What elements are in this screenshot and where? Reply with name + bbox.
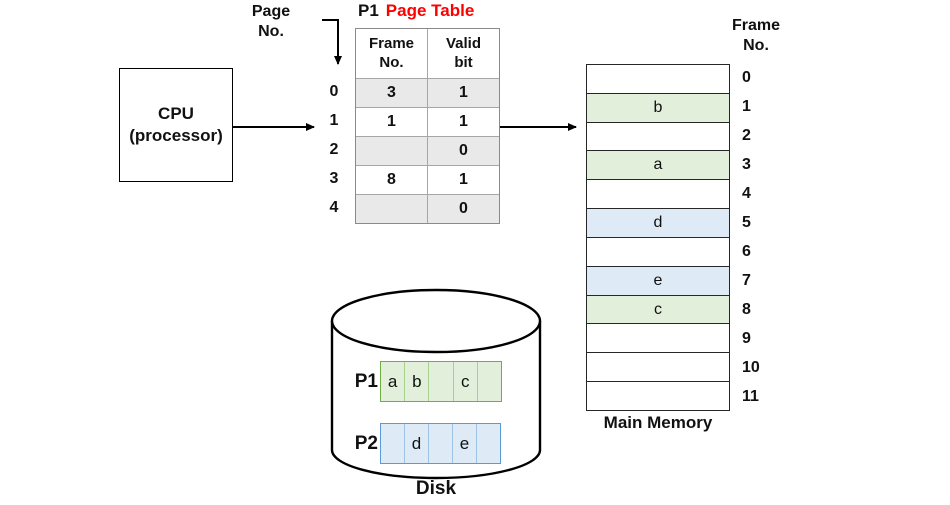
page-table-title-text: Page Table <box>385 1 475 20</box>
frame-number-label: 9 <box>742 329 751 347</box>
disk-cell <box>476 424 500 463</box>
frame-number-label: 8 <box>742 300 751 318</box>
frame-number-label: 1 <box>742 98 751 116</box>
valid-bit-cell: 1 <box>427 79 499 107</box>
frame-number-label: 7 <box>742 271 751 289</box>
disk-page-p1-label: P1 <box>354 370 378 392</box>
memory-frame-content: a <box>653 156 663 174</box>
page-table-row: 0 <box>356 136 499 165</box>
page-number-label: 3 <box>329 169 339 187</box>
memory-frame-content: e <box>653 271 663 289</box>
main-memory-caption: Main Memory <box>603 413 713 432</box>
memory-frame-row: d <box>587 208 729 237</box>
page-number-label: 1 <box>329 111 339 129</box>
memory-frame-row: a <box>587 150 729 180</box>
frame-number-label: 4 <box>742 185 751 203</box>
disk-cell <box>476 362 502 401</box>
page-table-title: P1 Page Table <box>358 1 474 21</box>
frame-no-cell: 3 <box>387 84 396 101</box>
disk-cell <box>381 424 404 463</box>
page-number-column: 0 1 2 3 4 <box>320 77 348 222</box>
frame-number-label: 5 <box>742 214 751 232</box>
valid-bit-cell: 0 <box>427 195 499 223</box>
memory-frame-content: d <box>653 214 663 232</box>
frame-no-cell: 1 <box>387 113 396 130</box>
disk-cell <box>428 362 453 401</box>
page-no-heading: Page No. <box>251 3 291 40</box>
frame-no-cell <box>356 195 427 223</box>
frame-no-column-header: Frame No. <box>368 34 415 71</box>
memory-frame-row <box>587 121 729 151</box>
frame-number-label: 0 <box>742 69 751 87</box>
memory-frame-row <box>587 381 729 410</box>
valid-bit-cell: 0 <box>427 137 499 165</box>
disk-cell: e <box>452 424 476 463</box>
memory-frame-row: b <box>587 92 729 122</box>
memory-frame-row: c <box>587 294 729 324</box>
cpu-title: CPU <box>158 103 194 123</box>
frame-number-column: 0 1 2 3 4 5 6 7 8 9 10 11 <box>742 64 776 411</box>
disk-page-p2-label: P2 <box>354 432 378 454</box>
valid-bit-column-header: Valid bit <box>427 29 499 78</box>
page-no-arrow <box>322 19 342 65</box>
cpu-box: CPU (processor) <box>119 68 233 182</box>
memory-frame-row <box>587 352 729 381</box>
disk-cell: b <box>404 362 429 401</box>
disk-cell <box>428 424 452 463</box>
frame-no-cell <box>356 137 427 165</box>
disk-cell: a <box>381 362 405 401</box>
frame-number-label: 2 <box>742 127 751 145</box>
disk-caption: Disk <box>415 478 457 499</box>
page-table-row: 0 <box>356 194 499 223</box>
page-number-label: 2 <box>329 140 339 158</box>
frame-number-label: 3 <box>742 156 751 174</box>
memory-frame-row <box>587 65 729 93</box>
memory-frame-row <box>587 323 729 352</box>
memory-frame-content: b <box>653 98 663 116</box>
frame-number-label: 11 <box>742 387 759 405</box>
cpu-subtitle: (processor) <box>129 126 223 145</box>
disk-cell: c <box>452 362 477 401</box>
page-number-label: 4 <box>329 198 339 216</box>
page-table-header: Frame No. Valid bit <box>356 29 499 78</box>
frame-number-label: 10 <box>742 358 760 376</box>
disk-cell: d <box>404 424 428 463</box>
memory-frame-content: c <box>654 300 662 318</box>
memory-frame-row <box>587 179 729 208</box>
process-id-label: P1 <box>358 1 379 20</box>
valid-bit-cell: 1 <box>427 166 499 194</box>
valid-bit-cell: 1 <box>427 108 499 136</box>
page-number-label: 0 <box>329 82 339 100</box>
frame-no-heading: Frame No. <box>731 17 781 54</box>
frame-number-label: 6 <box>742 242 751 260</box>
memory-frame-row: e <box>587 265 729 295</box>
frame-no-cell: 8 <box>387 171 396 188</box>
memory-frame-row <box>587 236 729 266</box>
